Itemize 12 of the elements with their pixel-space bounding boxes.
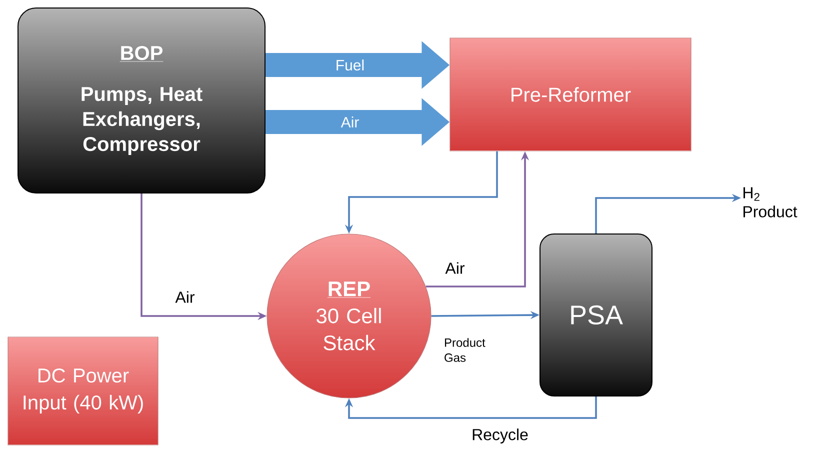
edge-label: Recycle	[470, 428, 530, 444]
output-label: H$_{2}$ Product	[744, 187, 798, 218]
process-box: Pre-Reformer	[450, 38, 692, 152]
edge-label: Fuel	[336, 60, 364, 70]
edge-label: Air	[174, 290, 196, 304]
edge-label: Product Gas	[443, 337, 497, 363]
arrow	[344, 396, 597, 419]
power-box: DC Power Input (40 kW)	[8, 336, 158, 446]
edge-label: Air	[340, 116, 359, 128]
process-box: PSA	[540, 234, 652, 396]
equipment-box: BOP Pumps, Heat Exchangers, Compressor	[18, 8, 266, 194]
edge-label: Air	[444, 261, 466, 275]
